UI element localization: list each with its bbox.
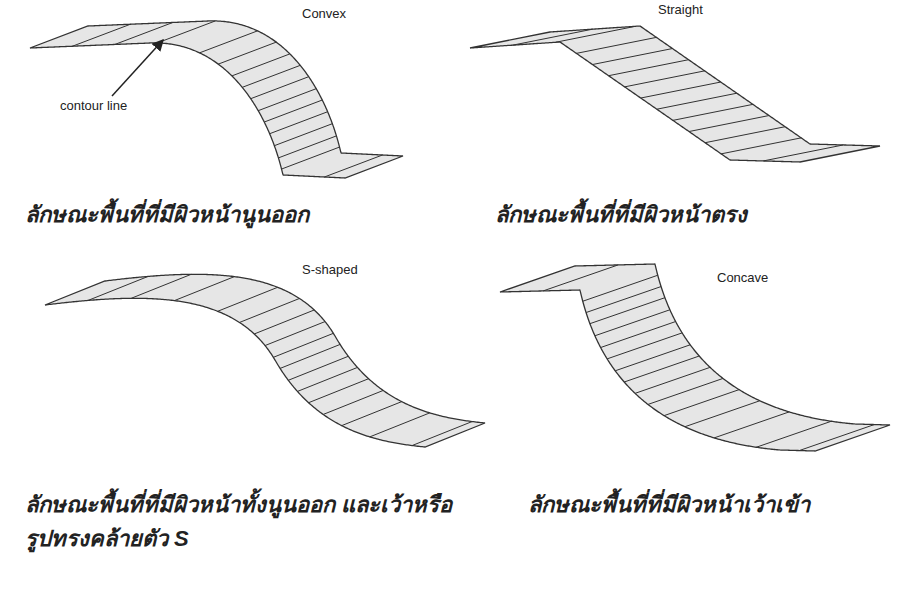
contour-line	[258, 89, 316, 111]
contour-line	[648, 378, 723, 404]
contour-line	[157, 21, 215, 43]
contour-line	[251, 77, 309, 99]
contour-line	[218, 42, 276, 64]
contour-line	[641, 82, 721, 98]
contour-line	[635, 367, 710, 393]
contour-line	[342, 402, 402, 426]
contour-line	[689, 116, 769, 132]
slope-type-label: Straight	[656, 2, 705, 17]
contour-line	[615, 345, 690, 371]
contour-line	[685, 401, 760, 427]
concave-slope	[500, 264, 890, 451]
contour-line	[592, 49, 672, 65]
contour-line	[278, 136, 336, 158]
contour-line	[174, 277, 234, 301]
contour-line	[131, 274, 191, 298]
contour-line	[273, 333, 333, 357]
contour-line	[721, 138, 801, 154]
contour-line	[254, 310, 314, 334]
slope-type-label: S-shaped	[300, 262, 360, 277]
slope-type-label: Convex	[300, 6, 348, 21]
contour-line	[323, 390, 383, 414]
contour-line	[609, 60, 689, 76]
contour-line	[218, 287, 278, 311]
contour-line	[324, 155, 382, 177]
s-shaped-slope	[45, 274, 485, 447]
contour-line	[657, 93, 737, 109]
contour-line	[601, 322, 676, 348]
contour-line	[309, 379, 369, 403]
contour-line	[115, 22, 173, 44]
contour-line	[270, 112, 328, 134]
contour-line	[239, 298, 299, 322]
contour-line	[412, 422, 472, 446]
convex-slope	[30, 21, 403, 178]
contour-line	[583, 275, 658, 301]
contour-line	[673, 104, 753, 120]
contour-line	[714, 412, 789, 438]
contour-line	[576, 37, 656, 53]
slope-type-label: Concave	[715, 270, 770, 285]
leader-arrow	[112, 40, 163, 96]
thai-caption: ลักษณะพื้นที่ที่มีผิวหน้านูนออก	[25, 198, 309, 232]
contour-line	[624, 356, 699, 382]
thai-caption: ลักษณะพื้นที่ที่มีผิวหน้าตรง	[495, 198, 747, 232]
contour-line	[595, 310, 670, 336]
thai-caption: ลักษณะพื้นที่ที่มีผิวหน้าทั้งนูนออก และเ…	[25, 488, 465, 556]
contour-line	[264, 100, 322, 122]
contour-line	[265, 322, 325, 346]
contour-line	[705, 127, 785, 143]
contour-line	[282, 147, 340, 169]
contour-line	[799, 425, 874, 451]
contour-line	[274, 124, 332, 146]
contour-line	[590, 298, 665, 324]
callout-label: contour line	[58, 98, 129, 113]
thai-caption: ลักษณะพื้นที่ที่มีผิวหน้าเว้าเข้า	[528, 488, 810, 522]
contour-line	[607, 333, 682, 359]
contour-line	[543, 265, 618, 291]
contour-line	[297, 367, 357, 391]
contour-line	[586, 287, 661, 313]
contour-line	[242, 65, 300, 87]
contour-line	[555, 26, 635, 42]
contour-line	[625, 71, 705, 87]
straight-slope	[470, 26, 880, 162]
contour-line	[280, 344, 340, 368]
contour-line	[763, 145, 843, 161]
contour-line	[288, 356, 348, 380]
contour-line	[72, 24, 130, 46]
contour-line	[88, 276, 148, 300]
contour-line	[200, 31, 258, 53]
contour-line	[370, 413, 430, 437]
